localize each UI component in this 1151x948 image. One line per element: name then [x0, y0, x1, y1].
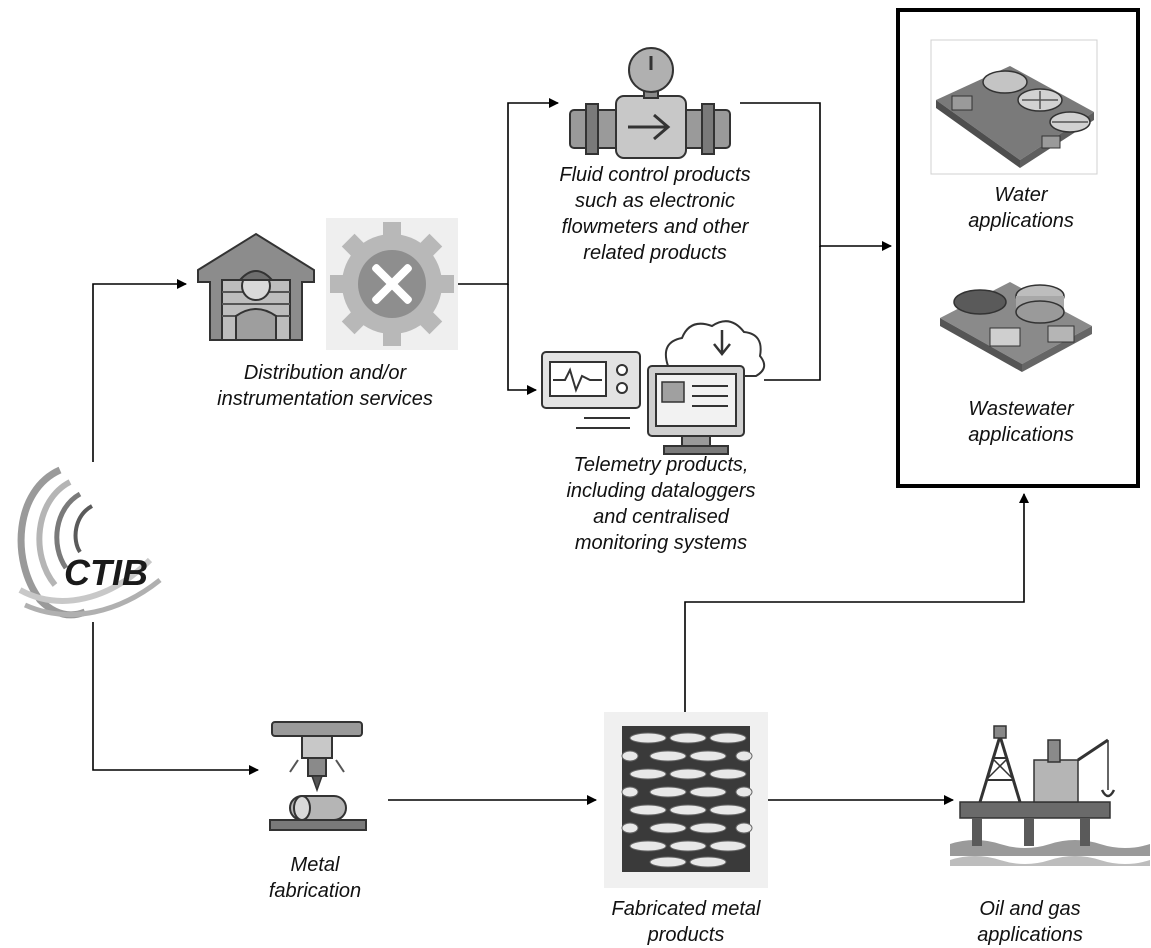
wrench-gear-icon	[326, 218, 458, 350]
line-telemetry-to-water	[764, 246, 821, 381]
offshore-oil-rig-icon	[950, 725, 1150, 866]
fabricated-products-label: Fabricated metal products	[611, 898, 761, 946]
arrow-logo-to-metal-fabrication	[92, 622, 259, 775]
water-wastewater-applications-box	[896, 8, 1140, 488]
water-treatment-plant-icon	[930, 39, 1098, 175]
water-applications-label: Water applications	[968, 184, 1074, 232]
oil-gas-applications-label: Oil and gas applications	[977, 898, 1083, 946]
telemetry-label: Telemetry products, including datalogger…	[566, 454, 756, 554]
wastewater-treatment-plant-icon	[940, 282, 1092, 372]
flowmeter-icon	[569, 47, 731, 159]
arrow-distribution-to-telemetry	[507, 284, 537, 395]
arrow-distribution-to-fluid-control	[458, 98, 559, 285]
arrow-fluid-control-to-water	[740, 102, 892, 251]
woven-metal-mesh-icon	[604, 712, 768, 888]
wastewater-applications-label: Wastewater applications	[968, 398, 1074, 446]
ctib-logo: CTIB	[17, 466, 162, 619]
arrow-logo-to-distribution	[92, 279, 187, 462]
arrow-fabricated-products-to-applications	[684, 493, 1029, 712]
logo-text: CTIB	[64, 552, 148, 593]
metal-fabrication-label: Metal fabrication	[268, 854, 362, 902]
distribution-label: Distribution and/or instrumentation serv…	[217, 362, 433, 410]
fluid-control-label: Fluid control products such as electroni…	[559, 164, 751, 264]
connectors	[92, 98, 1029, 805]
warehouse-worker-icon	[197, 232, 315, 341]
metal-fabrication-machine-icon	[269, 721, 367, 831]
datalogger-monitor-cloud-icon	[541, 320, 766, 455]
